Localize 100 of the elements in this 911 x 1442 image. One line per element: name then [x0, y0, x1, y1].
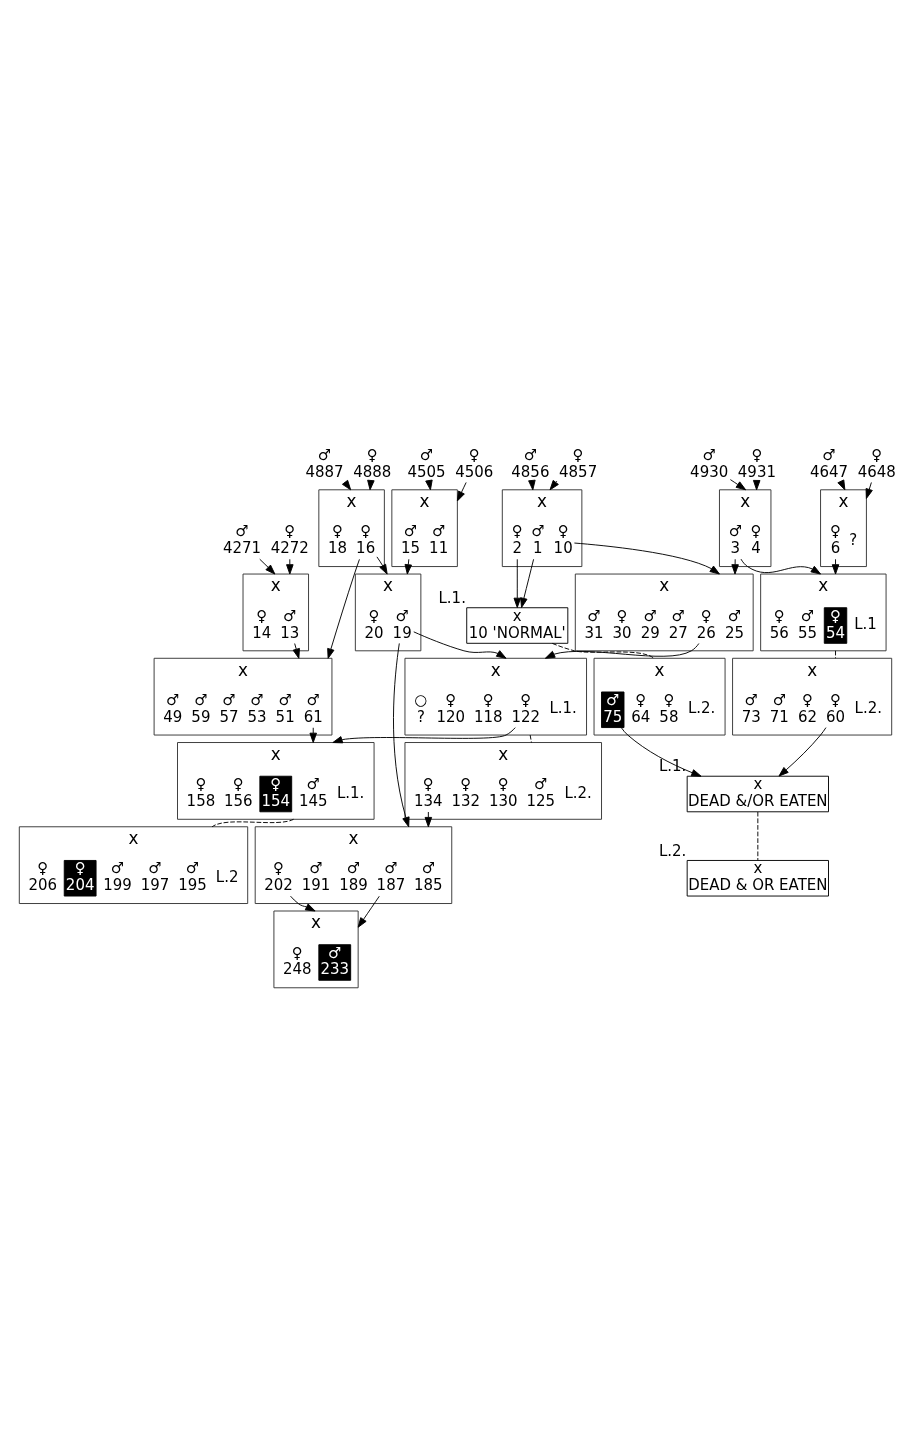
node-text: ♂ 73: [741, 690, 761, 726]
arrow: [731, 558, 739, 575]
node-text: ♀ 16: [356, 522, 376, 558]
node-text: ♀ 4272: [270, 522, 309, 558]
node-text: ♀ 26: [696, 606, 716, 642]
node-text: ♀ 60: [826, 690, 846, 726]
node-box: ♀ 204: [63, 860, 97, 897]
arrow: [404, 558, 412, 575]
arrow: [309, 727, 317, 743]
node-text: ♀ 134: [414, 775, 443, 810]
node-text: ♀ 18: [328, 522, 348, 558]
node-label: L.1.: [438, 588, 466, 607]
node-text: ♂ 4505: [407, 445, 446, 481]
node-text: ♂ 4887: [305, 445, 344, 481]
arrow: [573, 542, 720, 575]
node-text: ♂ 13: [280, 606, 300, 642]
node-text: ♀ 10: [553, 522, 573, 558]
node-label: L.1.: [549, 699, 577, 718]
node-text: ♂ 27: [668, 606, 688, 642]
arrow: [286, 558, 294, 575]
node-text: ♀ 120: [436, 690, 466, 726]
node-box: x 10 'NORMAL': [466, 607, 569, 644]
node-text: ♀ 132: [451, 775, 481, 810]
node-text: ♂ 71: [769, 690, 789, 726]
node-text: ♀ 4506: [455, 445, 494, 481]
node-text: ♂ 4930: [690, 445, 729, 481]
connector: [211, 818, 295, 828]
node-text: ♂ 61: [303, 690, 323, 726]
node-text: ♀ 62: [797, 690, 817, 726]
node-label: L.2: [215, 867, 239, 886]
node-text: ♂ 4647: [809, 445, 849, 481]
node-text: ♂ 11: [429, 522, 449, 558]
node-text: ♀ 14: [252, 606, 272, 642]
node-text: ♂ 187: [376, 859, 406, 895]
node-box: ♀ 154: [259, 775, 293, 813]
node-text: ♂ 59: [191, 690, 211, 726]
arrow: [357, 895, 380, 928]
node-box: ♂ 75: [601, 691, 625, 728]
arrow: [513, 558, 521, 608]
node-text: ♂ 125: [526, 775, 555, 810]
node-text: ♂ 191: [301, 859, 331, 895]
node-text: ♂ 25: [724, 606, 744, 642]
connector: [757, 811, 759, 861]
node-text: ♀ 6: [830, 522, 842, 558]
connector: [551, 642, 655, 659]
arrow: [740, 558, 821, 575]
connector: [529, 734, 532, 743]
arrow: [778, 727, 827, 777]
node-text: ♀ 2: [511, 522, 523, 558]
node-text: ♀ 206: [28, 859, 57, 895]
node-box: x DEAD & OR EATEN: [686, 860, 829, 897]
node-text: ♂ 3: [728, 522, 743, 558]
arrow: [292, 643, 300, 659]
connector: [835, 650, 836, 659]
arrow: [424, 811, 433, 828]
arrow: [332, 727, 516, 744]
node-text: ♂ 189: [339, 859, 368, 895]
node-text: ♀ 130: [488, 775, 518, 810]
node-text: ♀ 30: [612, 606, 632, 642]
node-text: ♀ 56: [769, 606, 789, 642]
arrow: [865, 481, 873, 499]
node-text: ♂ 29: [640, 606, 660, 642]
node-text: ♂ 53: [247, 690, 267, 726]
node-text: ♂ 1: [531, 522, 545, 558]
node-text: ♂ 185: [414, 859, 443, 895]
arrow: [456, 481, 467, 502]
node-box: x DEAD &/OR EATEN: [686, 775, 829, 813]
arrow: [376, 556, 388, 575]
arrow: [259, 558, 276, 575]
node-text: ♂ 197: [140, 859, 170, 895]
arrow: [831, 558, 840, 575]
node-text: ○ ?: [414, 690, 428, 726]
arrow: [413, 631, 507, 659]
node-text: ♂ 199: [103, 859, 132, 895]
node-label: L.2.: [564, 783, 592, 802]
node-text: ♀ 58: [659, 690, 679, 726]
node-text: ♂ 15: [401, 522, 421, 558]
node-text: ♀ 4648: [857, 445, 896, 481]
node-label: L.2.: [687, 699, 716, 718]
arrow: [549, 479, 559, 491]
node-text: ♀ 248: [283, 943, 312, 979]
arrow: [290, 895, 316, 912]
node-box: ♂ 233: [318, 944, 352, 981]
arrow: [393, 642, 410, 828]
node-text: ♀ 202: [264, 859, 293, 895]
node-text: ♂ 55: [797, 606, 817, 642]
arrow: [729, 479, 747, 491]
node-text: ♀ 4888: [353, 445, 392, 481]
node-label: L.2.: [658, 841, 687, 860]
node-text: ♀ 122: [511, 690, 540, 726]
node-text: ♀ 156: [224, 775, 253, 810]
arrow: [327, 558, 360, 659]
node-label: L.2.: [854, 699, 882, 718]
node-text: ♀ 20: [364, 606, 384, 642]
node-text: ♀ 4857: [559, 445, 598, 481]
node-text: ♂ 49: [163, 690, 183, 726]
node-text: ♀ 4: [750, 522, 762, 558]
node-text: ?: [849, 530, 858, 549]
node-label: L.1.: [658, 757, 687, 776]
node-text: ♀ 64: [631, 690, 651, 726]
